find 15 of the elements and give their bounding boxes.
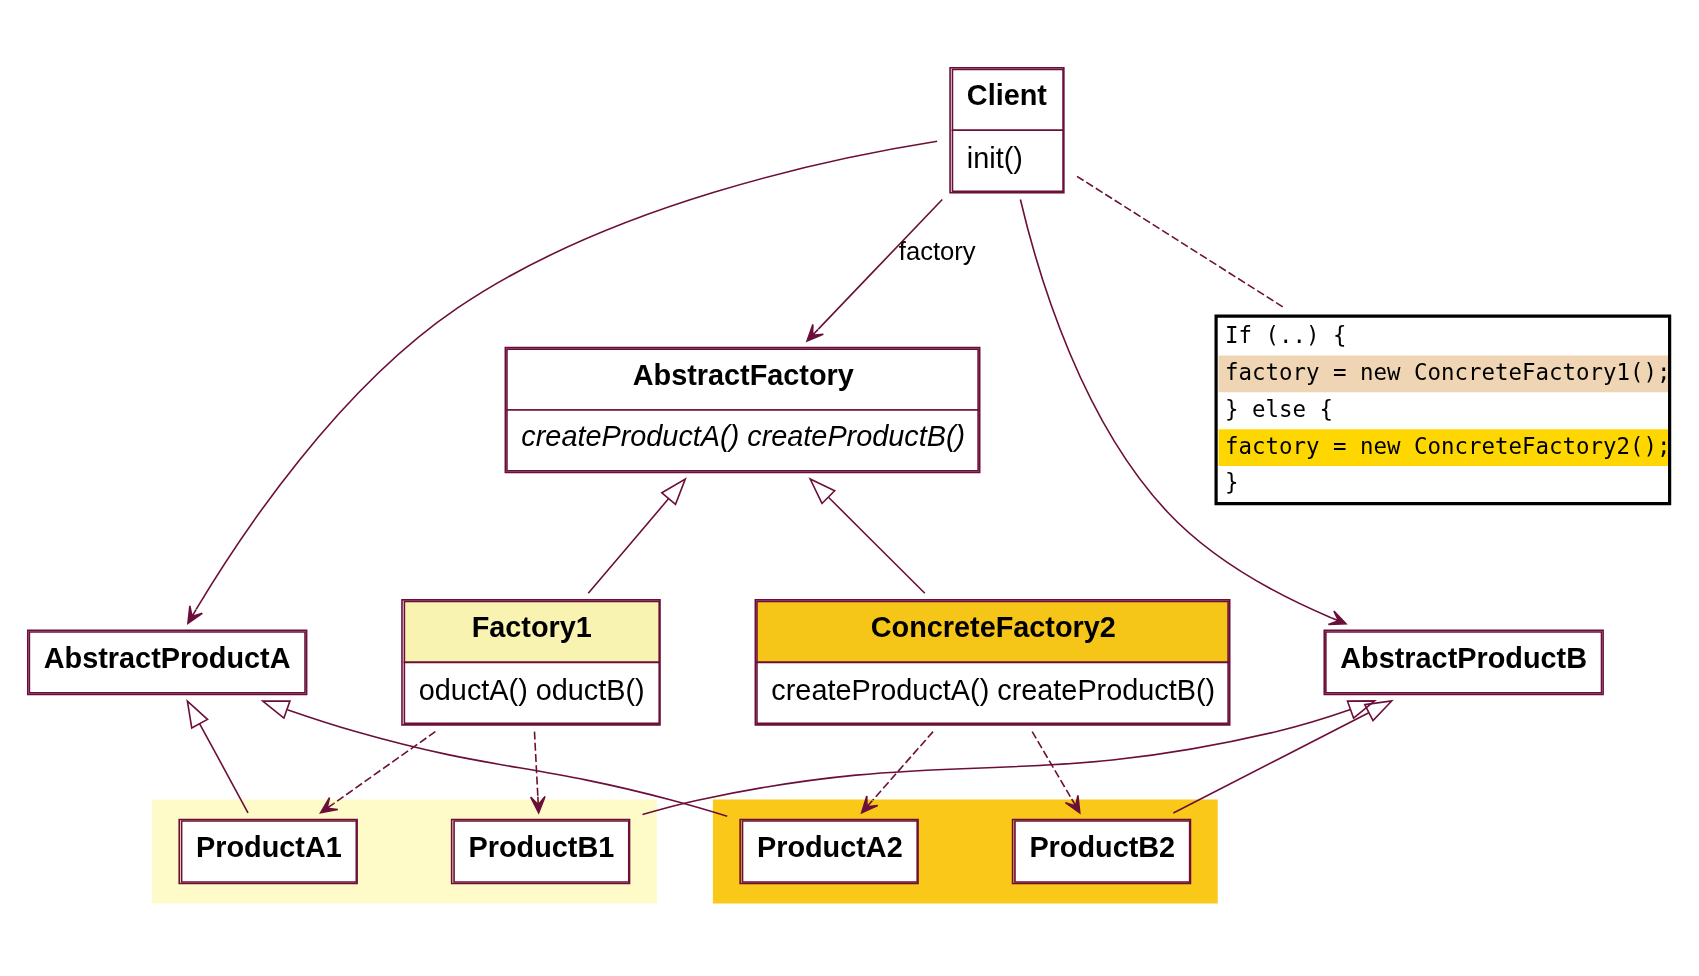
connector <box>1076 175 1286 309</box>
arrow <box>808 476 926 594</box>
arrow <box>641 699 1377 815</box>
arrow <box>587 476 687 594</box>
arrow <box>187 140 938 624</box>
arrow <box>319 730 437 814</box>
arrow <box>1019 198 1347 625</box>
arrow <box>806 198 944 342</box>
arrow <box>1031 730 1081 814</box>
arrow <box>529 730 546 814</box>
arrow <box>860 730 934 814</box>
arrow <box>1172 699 1394 814</box>
cluster <box>712 798 1218 904</box>
edge-label: factory <box>898 236 976 265</box>
arrow <box>260 699 729 817</box>
